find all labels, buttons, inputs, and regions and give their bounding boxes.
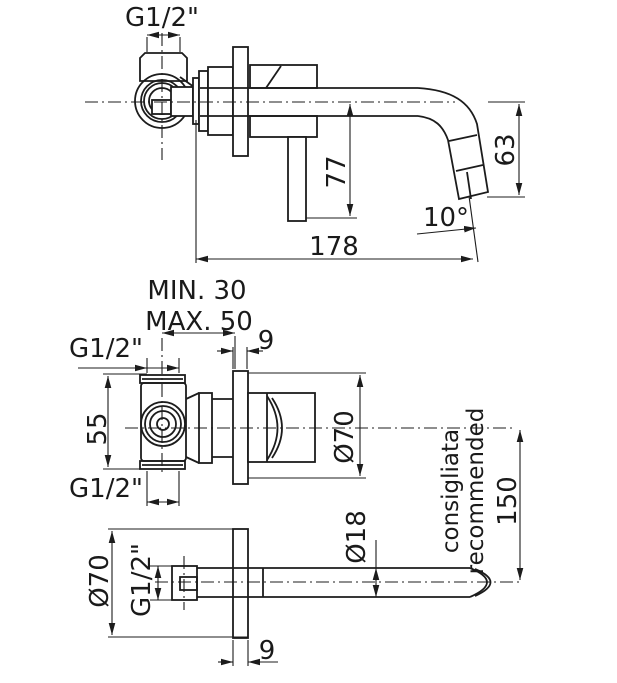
middle-view-dimensions	[78, 329, 524, 597]
bottom-thread-dim-label: G1/2"	[127, 543, 157, 617]
recommended-note-line2: recommended	[462, 407, 489, 575]
bottom-plate-offset-dim-label: 9	[258, 636, 276, 666]
spacing-dim-label: 150	[493, 476, 523, 526]
spout-reach-dim-label: 178	[309, 232, 359, 262]
spout-angle-dim-label: 10°	[422, 203, 470, 233]
recommended-note-line1: consigliata	[437, 428, 464, 554]
handle-drop-dim-label: 77	[322, 155, 352, 189]
plate-offset-dim-label: 9	[257, 326, 275, 356]
top-view-dimensions	[146, 31, 525, 263]
wall-max-label: MAX. 50	[145, 307, 253, 337]
wall-min-label: MIN. 30	[147, 276, 247, 306]
middle-thread-top-dim-label: G1/2"	[69, 334, 143, 364]
spout-diameter-dim-label: Ø18	[342, 510, 372, 564]
top-view-geometry	[85, 33, 490, 222]
middle-view-geometry	[125, 338, 516, 485]
body-height-dim-label: 55	[83, 412, 113, 446]
bottom-view-geometry	[155, 528, 523, 639]
top-thread-dim-label: G1/2"	[125, 3, 199, 33]
bottom-view-dimensions	[108, 528, 278, 666]
bottom-plate-diameter-dim-label: Ø70	[85, 554, 115, 608]
middle-thread-bottom-dim-label: G1/2"	[69, 474, 143, 504]
spout-drop-dim-label: 63	[491, 133, 521, 167]
plate-diameter-dim-label: Ø70	[330, 410, 360, 464]
